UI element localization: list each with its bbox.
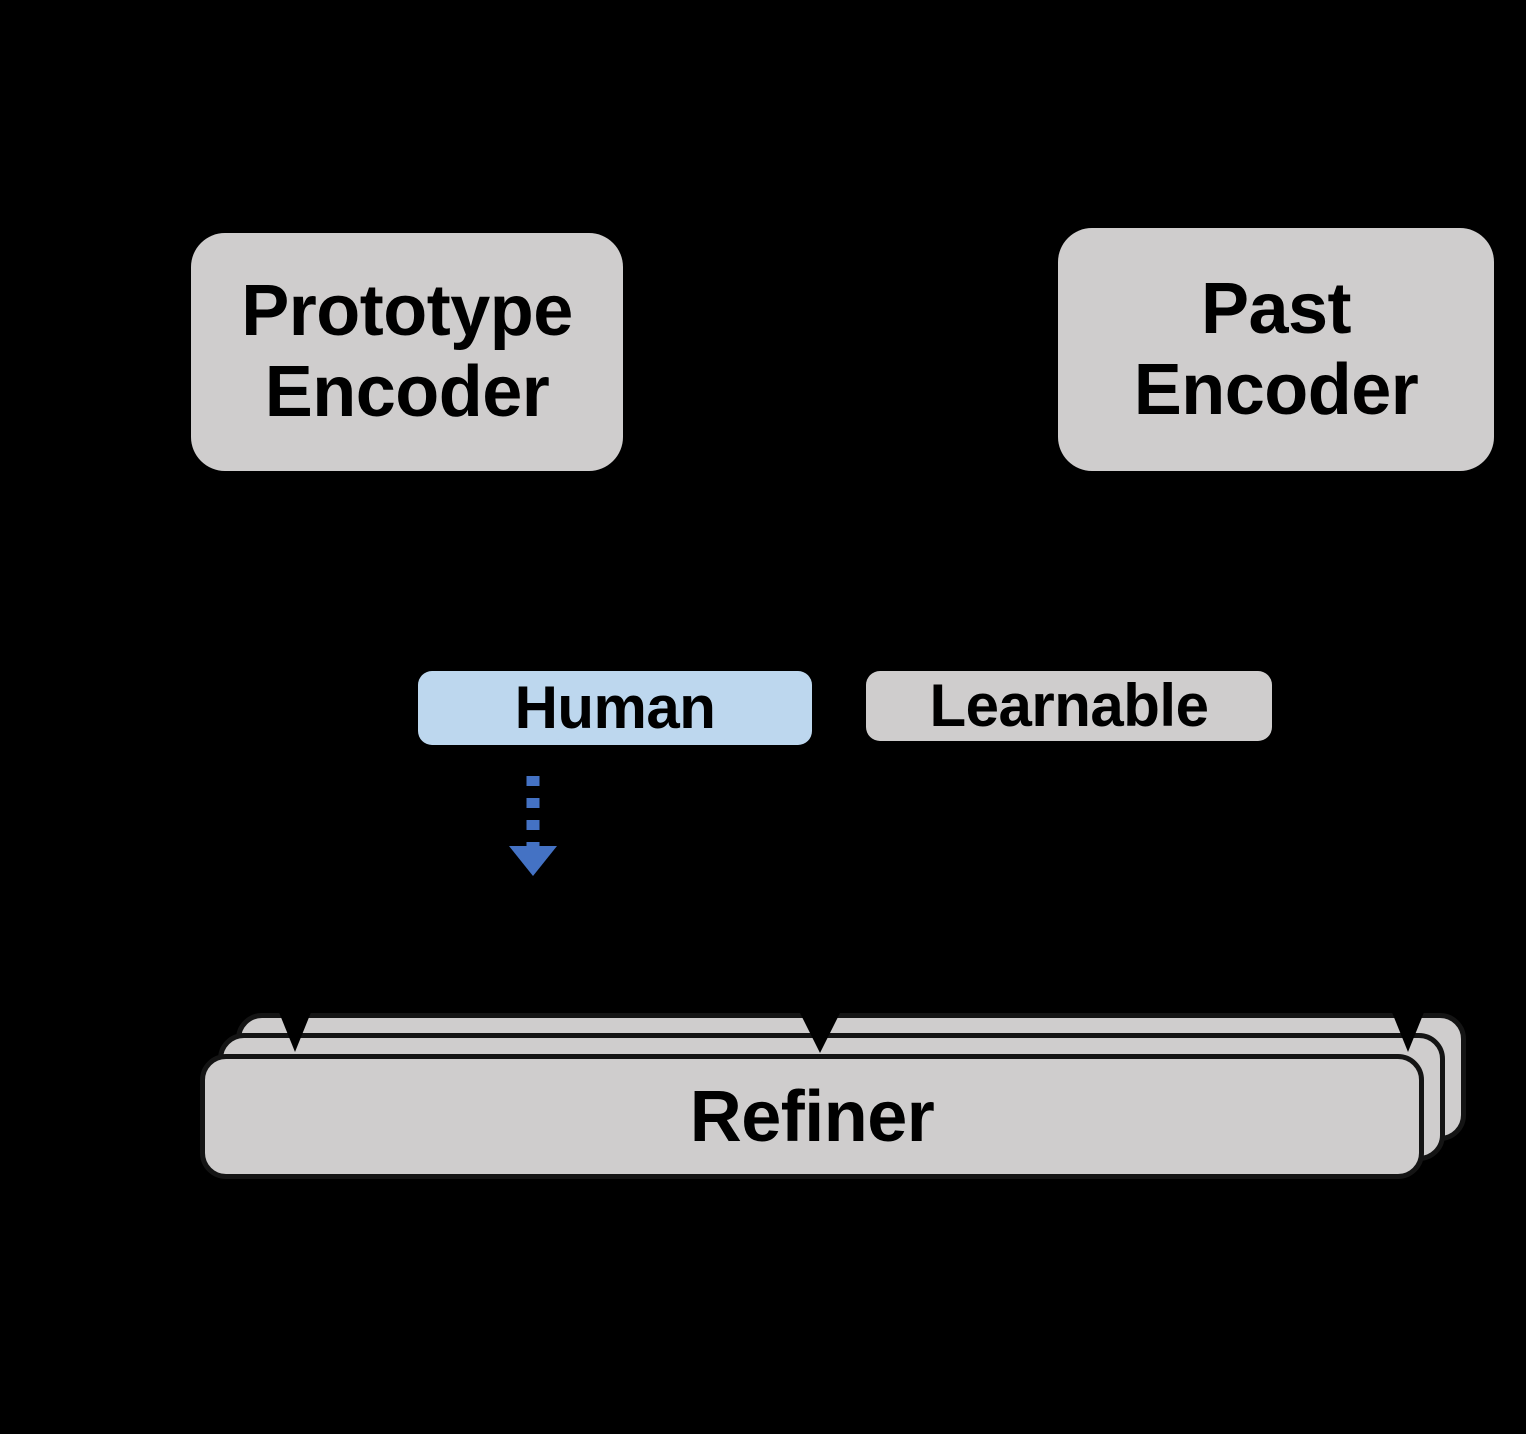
node-past-encoder-label-line1: Past xyxy=(1200,268,1352,349)
legend-item-human: Human xyxy=(418,671,812,745)
node-prototype-encoder: Prototype Encoder xyxy=(191,233,623,471)
node-prototype-encoder-label: Prototype Encoder xyxy=(241,271,573,432)
legend-item-human-label: Human xyxy=(514,674,716,742)
node-past-encoder: Past Encoder xyxy=(1058,228,1494,471)
node-refiner: Refiner xyxy=(200,1054,1424,1179)
left-input-arrowhead-icon xyxy=(274,1000,316,1052)
node-prototype-encoder-label-line2: Encoder xyxy=(264,352,550,432)
human-to-refiner-dotted-arrow-icon xyxy=(509,776,557,876)
node-past-encoder-label-line2: Encoder xyxy=(1133,349,1419,430)
node-refiner-label: Refiner xyxy=(689,1076,935,1157)
legend-item-learnable: Learnable xyxy=(866,671,1272,741)
right-input-arrowhead-icon xyxy=(1387,1000,1429,1052)
node-prototype-encoder-label-line1: Prototype xyxy=(241,271,573,352)
node-past-encoder-label: Past Encoder xyxy=(1134,269,1419,430)
legend-item-learnable-label: Learnable xyxy=(929,672,1209,740)
center-input-arrowhead-icon xyxy=(798,995,842,1053)
